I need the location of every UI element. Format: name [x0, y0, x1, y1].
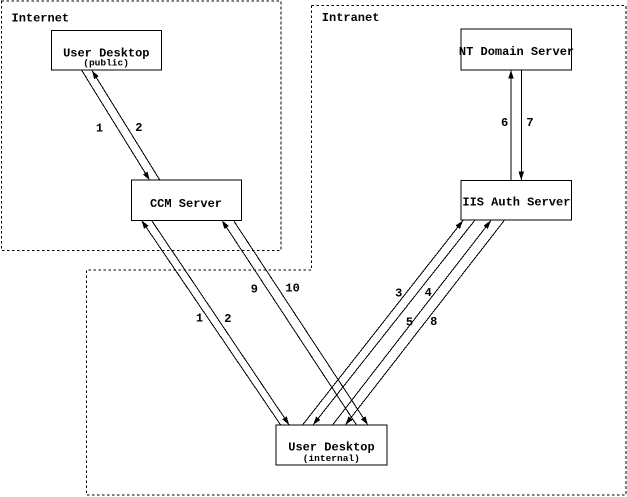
svg-text:User Desktop: User Desktop — [63, 46, 149, 60]
svg-text:NT Domain Server: NT Domain Server — [459, 45, 574, 59]
svg-text:User Desktop: User Desktop — [288, 441, 374, 455]
svg-text:(public): (public) — [83, 58, 129, 69]
svg-text:2: 2 — [135, 121, 142, 135]
svg-text:8: 8 — [430, 315, 437, 329]
svg-text:1: 1 — [96, 122, 103, 136]
svg-text:10: 10 — [285, 282, 299, 296]
svg-text:3: 3 — [395, 287, 402, 301]
svg-text:4: 4 — [425, 286, 432, 300]
svg-text:1: 1 — [196, 312, 203, 326]
svg-text:7: 7 — [526, 116, 533, 130]
svg-text:CCM Server: CCM Server — [150, 197, 222, 211]
svg-text:9: 9 — [251, 282, 258, 296]
svg-text:Internet: Internet — [12, 11, 70, 25]
svg-text:5: 5 — [406, 315, 413, 329]
svg-text:IIS Auth Server: IIS Auth Server — [462, 196, 570, 210]
svg-text:(internal): (internal) — [303, 453, 360, 464]
svg-text:2: 2 — [224, 312, 231, 326]
svg-text:Intranet: Intranet — [322, 11, 380, 25]
svg-text:6: 6 — [501, 116, 508, 130]
